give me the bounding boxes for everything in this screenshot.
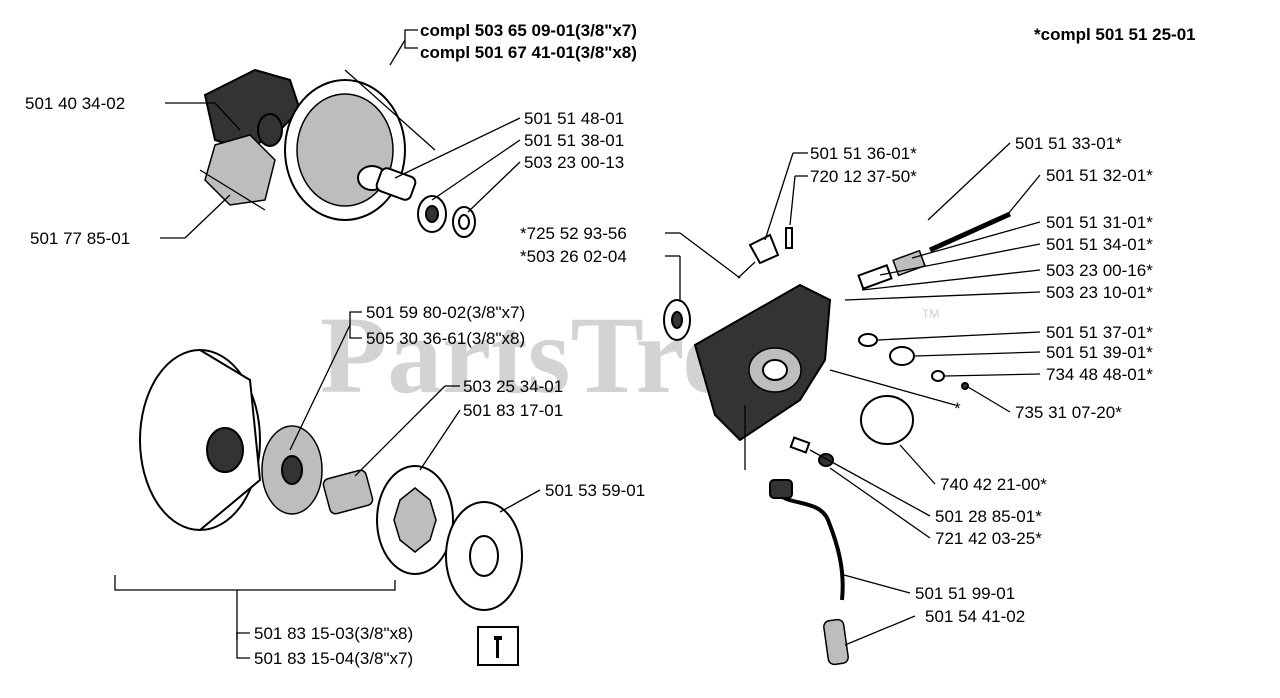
label-clutch-compl-a: compl 503 65 09-01(3/8"x7) [420, 21, 637, 40]
label-503-26-02-04: *503 26 02-04 [520, 247, 627, 266]
label-503-23-00-13: 503 23 00-13 [524, 153, 624, 172]
label-501-83-15-04: 501 83 15-04(3/8"x7) [254, 649, 413, 668]
label-501-51-32-01: 501 51 32-01* [1046, 166, 1153, 185]
label-501-51-34-01: 501 51 34-01* [1046, 235, 1153, 254]
clutch-assembly-drawing [203, 68, 417, 221]
clutch-drum-drawing [139, 349, 323, 531]
watermark-tm: TM [922, 307, 939, 321]
bearing-hub-drawing [425, 205, 439, 223]
label-725-52-93-56: *725 52 93-56 [520, 224, 627, 243]
label-501-83-17-01: 501 83 17-01 [463, 401, 563, 420]
oil-pump-housing-drawing [663, 211, 1012, 467]
leader-lines [114, 29, 1041, 659]
label-501-59-80-02: 501 59 80-02(3/8"x7) [366, 303, 525, 322]
label-501-54-41-02: 501 54 41-02 [925, 607, 1025, 626]
sprocket-washer-hole-drawing [469, 535, 499, 577]
label-501-51-39-01: 501 51 39-01* [1046, 343, 1153, 362]
label-asterisk-mark: * [954, 399, 961, 418]
label-503-23-10-01: 503 23 10-01* [1046, 283, 1153, 302]
label-721-42-03-25: 721 42 03-25* [935, 529, 1042, 548]
label-501-40-34-02: 501 40 34-02 [25, 94, 125, 113]
label-clutch-compl-b: compl 501 67 41-01(3/8"x8) [420, 43, 637, 62]
needle-bearing-drawing [322, 469, 374, 515]
label-501-51-33-01: 501 51 33-01* [1015, 134, 1122, 153]
label-720-12-37-50: 720 12 37-50* [810, 167, 917, 186]
label-501-51-37-01: 501 51 37-01* [1046, 323, 1153, 342]
hose-fitting-drawing [769, 479, 793, 499]
label-503-23-00-16: 503 23 00-16* [1046, 261, 1153, 280]
label-501-53-59-01: 501 53 59-01 [545, 481, 645, 500]
oil-filter-drawing [823, 618, 849, 666]
label-505-30-36-61: 505 30 36-61(3/8"x8) [366, 329, 525, 348]
label-735-31-07-20: 735 31 07-20* [1015, 403, 1122, 422]
label-501-28-85-01: 501 28 85-01* [935, 507, 1042, 526]
label-501-77-85-01: 501 77 85-01 [30, 229, 130, 248]
label-740-42-21-00: 740 42 21-00* [940, 475, 1047, 494]
label-501-51-38-01: 501 51 38-01 [524, 131, 624, 150]
oil-hose-drawing [778, 493, 845, 601]
label-kit-note: *compl 501 51 25-01 [1034, 25, 1196, 44]
label-501-51-31-01: 501 51 31-01* [1046, 213, 1153, 232]
label-501-51-36-01: 501 51 36-01* [810, 144, 917, 163]
label-734-48-48-01: 734 48 48-01* [1046, 365, 1153, 384]
label-501-51-99-01: 501 51 99-01 [915, 584, 1015, 603]
washer-hole-drawing [458, 214, 470, 230]
label-501-83-15-03: 501 83 15-03(3/8"x8) [254, 624, 413, 643]
label-501-51-48-01: 501 51 48-01 [524, 109, 624, 128]
wrench-icon [477, 626, 519, 666]
label-503-25-34-01: 503 25 34-01 [463, 377, 563, 396]
sprocket-star-drawing [393, 487, 437, 553]
